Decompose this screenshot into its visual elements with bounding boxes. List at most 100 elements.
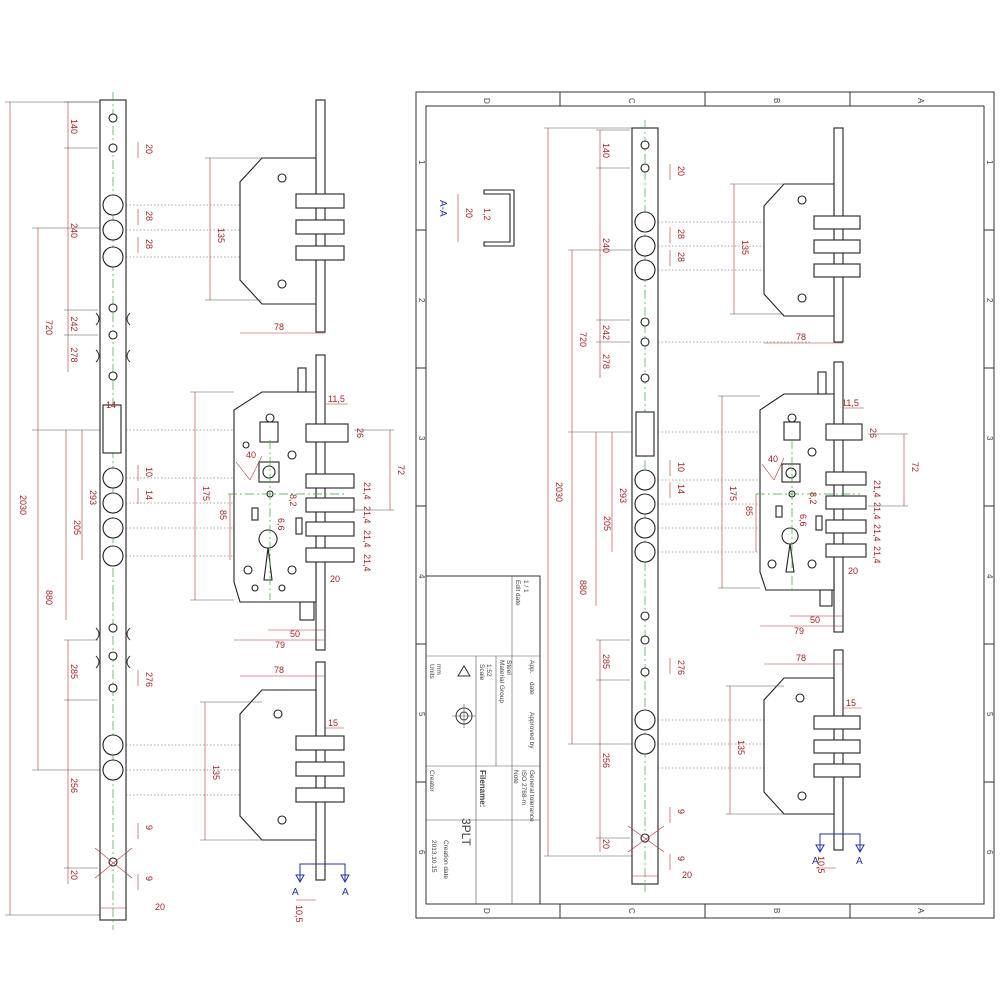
- dim-293-label: 293: [88, 490, 98, 505]
- top-box-w: 78: [274, 322, 284, 332]
- right-vdim-label-0: 140: [601, 143, 611, 158]
- tb-material: Steel: [505, 660, 512, 675]
- right-main-d21-4-d: 21,4: [872, 546, 882, 564]
- right-main-d72: 72: [910, 462, 920, 472]
- section-marker-d: 10,5: [294, 905, 304, 923]
- zone-ticks: [416, 92, 994, 918]
- zone-top-3: B: [772, 98, 781, 103]
- top-box-h: 135: [216, 228, 226, 243]
- right-section-marker-a2: A: [856, 856, 863, 867]
- left-vdim-label-3: 278: [69, 348, 79, 363]
- tb-scale-label: Scale: [478, 664, 485, 681]
- left-vdim-label-2: 242: [69, 317, 79, 332]
- main-d21-4-c: 21,4: [362, 530, 372, 548]
- zone-bottom-3: B: [772, 908, 781, 913]
- section-aa-w: 1,2: [482, 208, 492, 221]
- left-rlabel-6: 9: [144, 825, 154, 830]
- main-d6-6: 6,6: [276, 518, 286, 531]
- bottom-lock-box: 78 15 135: [200, 661, 345, 881]
- right-main-d21-4-c: 21,4: [872, 524, 882, 542]
- right-rlabel-5: 276: [676, 660, 686, 675]
- right-main-d21-4-a: 21,4: [872, 480, 882, 498]
- main-d79: 79: [275, 640, 285, 650]
- section-aa-detail: A-A 20 1,2: [437, 189, 515, 247]
- tb-date-label: date: [528, 682, 535, 695]
- dim-20-bottom: 20: [100, 902, 165, 912]
- left-rlabel-7: 9: [144, 876, 154, 881]
- main-d8-2: 8,2: [288, 494, 298, 507]
- main-d21-4-a: 21,4: [362, 482, 372, 500]
- zones-side: 1 2 3 4 5 6 1 2 3 4 5 6: [417, 160, 994, 855]
- main-lock-case: 40 175 85 6,6 8,2 79 50 11,5 26 72 21,4 …: [190, 354, 406, 651]
- right-bottom-box-bolt: 15: [846, 698, 856, 708]
- right-top-box-h: 135: [740, 240, 750, 255]
- tb-units: mm: [435, 664, 442, 675]
- right-vdim-label-5: 256: [601, 753, 611, 768]
- right-dim-720-label: 720: [578, 332, 588, 347]
- right-main-d50: 50: [810, 615, 820, 625]
- zone-left-3: 3: [417, 436, 426, 441]
- right-main-d175: 175: [728, 486, 738, 501]
- right-main-d40: 40: [768, 454, 778, 464]
- main-d26: 26: [355, 428, 365, 438]
- right-vdim-label-1: 240: [601, 238, 611, 253]
- tb-scale: 1:52: [485, 664, 492, 677]
- tb-app-label: App.: [528, 660, 535, 674]
- tb-filename-label: Filename:: [478, 770, 487, 807]
- zone-right-1: 1: [985, 160, 994, 165]
- right-vdim-label-2: 242: [601, 325, 611, 340]
- left-vdim-label-5: 256: [69, 778, 79, 793]
- right-sheet: D C B A D C B A 1 2 3 4 5 6 1 2 3 4 5 6 …: [415, 91, 995, 919]
- right-rlabel-1: 28: [676, 229, 686, 239]
- zone-left-5: 5: [417, 712, 426, 717]
- tb-creation-date-label: Creation date: [442, 840, 449, 879]
- right-projection-lines: [658, 221, 812, 769]
- left-view: 2030 720 880 205 293 140 240 242 278 285 256 2…: [5, 92, 406, 930]
- section-aa-label: A-A: [437, 200, 448, 217]
- zone-left-4: 4: [417, 574, 426, 579]
- main-d20: 20: [330, 574, 340, 584]
- zone-right-3: 3: [985, 436, 994, 441]
- left-rlabel-1: 28: [144, 211, 154, 221]
- zone-bottom-2: C: [627, 908, 636, 914]
- bottom-box-bolt: 15: [328, 718, 338, 728]
- right-dim-205-label: 205: [602, 516, 612, 531]
- right-dim-205: 205: [595, 432, 612, 606]
- dim-205-label: 205: [72, 520, 82, 535]
- zone-right-2: 2: [985, 298, 994, 303]
- zone-left-2: 2: [417, 298, 426, 303]
- dim-880-label: 880: [44, 590, 54, 605]
- zones-top: D C B A D C B A: [482, 98, 925, 914]
- tb-approved-label: Approved by: [528, 712, 535, 749]
- right-dim-2030-label: 2030: [554, 482, 564, 502]
- dim-2030-label: 2030: [18, 495, 28, 515]
- zone-right-6: 6: [985, 850, 994, 855]
- tb-edit: 1 / 1: [522, 580, 529, 593]
- dim-720: 720: [32, 227, 100, 430]
- main-d50: 50: [290, 629, 300, 639]
- right-dim-880-label: 880: [578, 580, 588, 595]
- dim-205: 205: [65, 430, 82, 620]
- right-vdim-label-3: 278: [601, 354, 611, 369]
- left-vdim-label-1: 240: [69, 223, 79, 238]
- main-d40: 40: [246, 450, 256, 460]
- right-vdim-label-6: 20: [601, 839, 611, 849]
- left-vdim-label-0: 140: [69, 119, 79, 134]
- zone-bottom-1: D: [482, 908, 491, 914]
- right-bottom-box-h: 135: [736, 740, 746, 755]
- bottom-box-w: 78: [274, 665, 284, 675]
- title-block: Edit date 1 / 1 App. date Approved by Ma…: [425, 575, 541, 905]
- right-dim-293-label: 293: [618, 488, 628, 503]
- left-vdim-label-4: 285: [69, 664, 79, 679]
- tb-units-label: Units: [428, 664, 435, 680]
- left-rlabel-5: 276: [144, 672, 154, 687]
- right-main-d21-4-b: 21,4: [872, 502, 882, 520]
- tb-creator-label: Creator: [428, 770, 435, 793]
- dim-20-bottom-label: 20: [155, 902, 165, 912]
- main-d11-5: 11,5: [328, 394, 345, 404]
- zone-top-2: C: [627, 98, 636, 104]
- right-dim-2030: 2030: [544, 127, 632, 857]
- zone-right-5: 5: [985, 712, 994, 717]
